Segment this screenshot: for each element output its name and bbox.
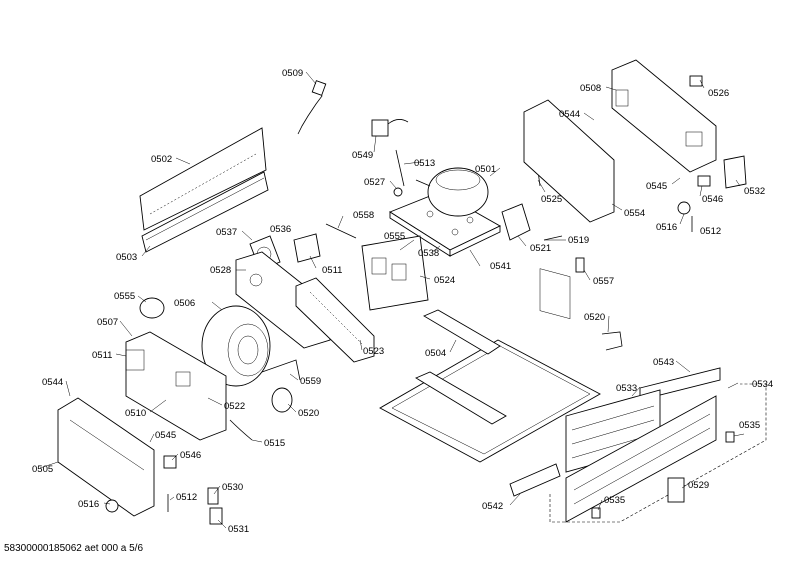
cap-0555-left	[139, 297, 165, 319]
disc-0520-left	[271, 387, 293, 413]
label-0541: 0541	[490, 261, 511, 272]
foot-0516-left	[105, 499, 119, 513]
label-0545-left: 0545	[155, 430, 176, 441]
duct-plate-part	[235, 251, 331, 349]
label-0511-center: 0511	[322, 265, 342, 276]
compressor-base-part	[389, 191, 501, 257]
foot-0516-right	[677, 201, 693, 232]
hinge-0520-right	[601, 331, 623, 351]
label-0535-right: 0535	[739, 420, 760, 431]
label-0522: 0522	[224, 401, 245, 412]
label-0534: 0534	[752, 379, 773, 390]
label-0533: 0533	[616, 383, 637, 394]
label-0505: 0505	[32, 464, 53, 475]
label-0559: 0559	[300, 376, 321, 387]
label-0507: 0507	[97, 317, 118, 328]
label-0557: 0557	[593, 276, 614, 287]
label-0555-center: 0555	[384, 231, 405, 242]
label-0502: 0502	[151, 154, 172, 165]
label-0531: 0531	[228, 524, 249, 535]
label-0546-right: 0546	[702, 194, 723, 205]
label-0527: 0527	[364, 177, 385, 188]
label-0510: 0510	[125, 408, 146, 419]
label-0525: 0525	[541, 194, 562, 205]
rear-panel-part	[523, 99, 615, 320]
part-0529	[667, 477, 685, 503]
label-0512-left: 0512	[176, 492, 197, 503]
label-0530: 0530	[222, 482, 243, 493]
bracket-0531	[209, 507, 223, 525]
evaporator-0523	[295, 277, 375, 363]
capacitor-box-part	[501, 203, 531, 241]
label-0506: 0506	[174, 298, 195, 309]
label-0515: 0515	[264, 438, 285, 449]
label-0544-top: 0544	[559, 109, 580, 120]
control-plate-0507	[125, 331, 227, 441]
label-0521: 0521	[530, 243, 551, 254]
tube-part	[395, 149, 405, 187]
rail-0542	[509, 463, 561, 497]
label-0535-lower: 0535	[604, 495, 625, 506]
bracket-0559	[261, 359, 301, 381]
leader-lines	[39, 71, 745, 529]
label-0529: 0529	[688, 480, 709, 491]
control-housing-part	[611, 59, 717, 173]
starter-relay-part	[371, 119, 409, 137]
label-0516-right: 0516	[656, 222, 677, 233]
label-0501: 0501	[475, 164, 496, 175]
front-panel-part	[139, 127, 267, 231]
label-0520-right: 0520	[584, 312, 605, 323]
dashed-outline-0534	[549, 383, 767, 523]
clip-0535-lower	[591, 507, 601, 519]
label-0549: 0549	[352, 150, 373, 161]
small-module-0526	[689, 75, 703, 87]
label-0555-left: 0555	[114, 291, 135, 302]
label-0536: 0536	[270, 224, 291, 235]
label-0546-left: 0546	[180, 450, 201, 461]
label-0528: 0528	[210, 265, 231, 276]
label-0508: 0508	[580, 83, 601, 94]
label-0537: 0537	[216, 227, 237, 238]
shelf-0504	[379, 309, 601, 463]
document-id: 58300000185062 aet 000 a 5/6	[4, 543, 144, 554]
electronics-frame-0524	[361, 235, 429, 311]
clip-0535-right	[725, 431, 735, 443]
label-0519: 0519	[568, 235, 589, 246]
relay-box-0511	[293, 233, 321, 263]
label-0504: 0504	[425, 348, 446, 359]
label-0545-right: 0545	[646, 181, 667, 192]
label-0513: 0513	[414, 158, 435, 169]
panel-strip-part	[141, 171, 269, 253]
label-0516-left: 0516	[78, 499, 99, 510]
label-0532: 0532	[744, 186, 765, 197]
wire-0515	[229, 419, 253, 441]
label-0538: 0538	[418, 248, 439, 259]
module-0532	[723, 155, 747, 189]
label-0554: 0554	[624, 208, 645, 219]
label-0524: 0524	[434, 275, 455, 286]
part-0557	[575, 257, 585, 273]
label-0512-right: 0512	[700, 226, 721, 237]
label-0558: 0558	[353, 210, 374, 221]
label-0523: 0523	[363, 346, 384, 357]
grille-0534	[565, 395, 717, 523]
label-0542: 0542	[482, 501, 503, 512]
label-0520-left: 0520	[298, 408, 319, 419]
small-parts-0527-0519	[393, 187, 563, 241]
bracket-0530	[207, 487, 219, 505]
compressor-part	[415, 167, 489, 217]
bracket-0546-right	[697, 175, 711, 187]
label-0526: 0526	[708, 88, 729, 99]
label-0544-left: 0544	[42, 377, 63, 388]
connector-0558	[325, 223, 357, 239]
label-0543: 0543	[653, 357, 674, 368]
label-0511-left: 0511	[92, 350, 112, 361]
label-0509: 0509	[282, 68, 303, 79]
power-cord-part	[297, 80, 327, 135]
fan-motor-0506	[201, 305, 271, 387]
label-0503: 0503	[116, 252, 137, 263]
part-labels: 0509 0508 0526 0544 0502 0549 0513 0501 …	[32, 68, 773, 535]
